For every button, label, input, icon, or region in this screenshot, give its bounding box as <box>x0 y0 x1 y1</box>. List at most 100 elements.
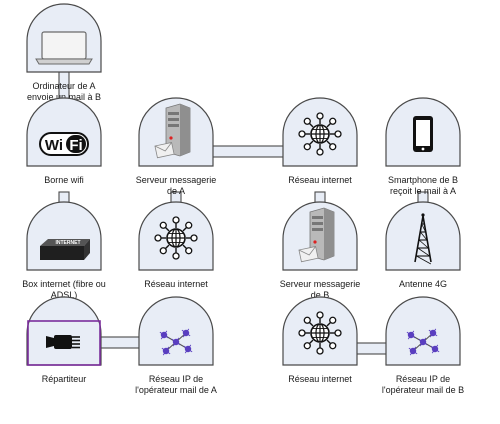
ip-router-ray <box>172 341 177 347</box>
server-side <box>180 104 190 156</box>
antenna-tower-icon <box>414 213 432 265</box>
server-drive-bay <box>312 228 323 231</box>
ip-router-ray <box>418 338 424 343</box>
node-reseau-internet-2: Réseau internet <box>282 97 358 185</box>
node-label: l'opérateur mail de B <box>382 385 464 395</box>
node-reseau-ip-b: Réseau IP del'opérateur mail de B <box>382 296 464 395</box>
ip-router-ray <box>412 350 418 355</box>
ip-router-ray <box>428 329 434 334</box>
tower-brace <box>420 231 428 241</box>
router-box-icon: INTERNET <box>40 239 90 260</box>
ip-router-ray <box>161 347 167 352</box>
router-box-label: INTERNET <box>56 240 81 246</box>
plug-body <box>54 335 72 349</box>
server-side <box>324 208 334 260</box>
node-label: envoie un mail à B <box>27 92 101 102</box>
node-label: Réseau internet <box>288 175 352 185</box>
ip-router-ray <box>185 328 190 334</box>
node-label: Réseau internet <box>288 374 352 384</box>
network-node <box>334 130 342 138</box>
router-box-front <box>40 246 84 260</box>
tower-legs <box>414 215 432 263</box>
ip-router-ray <box>409 350 414 356</box>
node-repartiteur: Répartiteur <box>26 296 102 384</box>
tower-brace <box>421 223 426 233</box>
node-dome <box>385 296 461 366</box>
ip-router-ray <box>160 334 165 340</box>
ip-router-ray <box>165 346 170 352</box>
ip-router-ray <box>431 348 436 354</box>
node-label: Réseau IP de <box>396 374 450 384</box>
tower-tip <box>421 213 425 217</box>
selection-frame[interactable] <box>27 320 101 366</box>
laptop-base <box>35 58 93 65</box>
tower-brace <box>418 239 429 249</box>
network-node <box>303 143 311 151</box>
node-label: reçoit le mail à A <box>390 186 456 196</box>
smartphone-icon <box>413 116 433 152</box>
node-reseau-internet-1: Réseau internet <box>138 201 214 289</box>
server-drive-bay <box>168 118 179 121</box>
ip-router-ray <box>422 341 428 346</box>
ip-router-ray <box>184 348 189 354</box>
network-node <box>172 252 180 260</box>
node-label: Box internet (fibre ou <box>22 279 106 289</box>
connector-repartiteur-to-reseau-ip-a <box>95 336 145 349</box>
node-label: Ordinateur de A <box>32 81 95 91</box>
server-led <box>169 136 173 140</box>
envelope-icon <box>154 141 175 159</box>
network-node <box>190 234 198 242</box>
server-drive-bay <box>312 222 323 225</box>
server-drive-bay <box>312 216 323 219</box>
router-box-top <box>40 239 90 246</box>
globe-network-icon <box>298 112 342 156</box>
network-node <box>316 112 324 120</box>
laptop-icon <box>35 31 93 65</box>
network-node <box>154 234 162 242</box>
ip-router-ray <box>182 332 187 338</box>
ip-router-ray <box>410 334 416 339</box>
ip-router-ray <box>408 347 414 352</box>
network-node <box>303 342 311 350</box>
phone-button <box>421 147 425 151</box>
node-label: Réseau IP de <box>149 374 203 384</box>
network-node <box>172 216 180 224</box>
server-drive-bay <box>168 124 179 127</box>
envelope-icon <box>298 245 319 263</box>
network-node <box>329 117 337 125</box>
ip-router-ray <box>187 344 192 350</box>
node-label: Antenne 4G <box>399 279 447 289</box>
wifi-logo-text-wi: Wi <box>45 137 63 154</box>
envelope-flap <box>298 246 316 256</box>
ip-router-ray <box>163 330 168 336</box>
network-node <box>185 221 193 229</box>
router-box-side <box>84 239 90 260</box>
ip-router-ray <box>412 346 417 352</box>
ip-router-ray <box>181 329 187 334</box>
wifi-logo-text-fi: Fi <box>69 137 82 154</box>
ip-router-ray <box>434 348 440 353</box>
server-led <box>313 240 317 244</box>
ip-network-icon <box>406 328 440 356</box>
ip-router-ray <box>430 345 436 350</box>
node-antenne-4g: Antenne 4G <box>385 201 461 289</box>
network-node <box>298 329 306 337</box>
network-node <box>316 148 324 156</box>
ip-network-icon <box>159 328 193 356</box>
node-label: de B <box>311 290 330 300</box>
network-node <box>316 347 324 355</box>
network-node <box>298 130 306 138</box>
ip-router-ray <box>432 332 438 337</box>
phone-screen <box>416 120 430 146</box>
ip-router-ray <box>434 344 439 350</box>
ip-router-ray <box>165 350 171 355</box>
network-node <box>303 117 311 125</box>
node-label: de A <box>167 186 185 196</box>
tower-brace <box>417 247 430 257</box>
node-reseau-ip-a: Réseau IP del'opérateur mail de A <box>135 296 217 395</box>
